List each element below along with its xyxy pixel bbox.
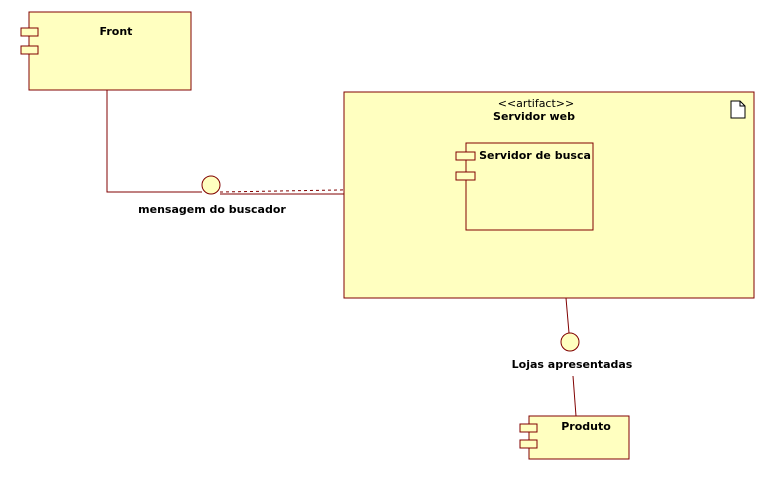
component-produto-port-top <box>519 423 538 433</box>
component-servidor-de-busca-label: Servidor de busca <box>479 149 591 162</box>
component-produto-box <box>528 415 630 460</box>
servidor-web-to-lojas-line <box>565 297 570 334</box>
component-servidor-de-busca-port-bottom <box>455 171 476 181</box>
front-to-mensagem-line <box>106 90 202 193</box>
interface-mensagem-do-buscador[interactable]: mensagem do buscador <box>138 175 286 216</box>
component-front-label: Front <box>100 25 133 38</box>
interface-lojas-label: Lojas apresentadas <box>512 358 633 371</box>
interface-lojas-circle <box>560 332 580 352</box>
interface-lojas-apresentadas[interactable]: Lojas apresentadas <box>512 332 633 371</box>
component-servidor-de-busca-box <box>465 142 594 231</box>
artifact-servidor-web-label: Servidor web <box>493 110 575 123</box>
document-icon <box>730 100 746 119</box>
component-produto[interactable]: Produto <box>519 415 630 460</box>
component-servidor-de-busca[interactable]: Servidor de busca <box>455 142 594 231</box>
component-servidor-de-busca-port-top <box>455 151 476 161</box>
component-front[interactable]: Front <box>20 11 192 91</box>
connectors <box>106 90 577 417</box>
component-front-port-top <box>20 27 39 37</box>
component-produto-label: Produto <box>561 420 611 433</box>
interface-mensagem-label: mensagem do buscador <box>138 203 286 216</box>
artifact-stereotype: <<artifact>> <box>498 97 574 110</box>
component-produto-port-bottom <box>519 439 538 449</box>
interface-mensagem-circle <box>201 175 221 195</box>
component-front-box <box>28 11 192 91</box>
component-front-port-bottom <box>20 45 39 55</box>
lojas-to-produto-line <box>572 375 577 417</box>
